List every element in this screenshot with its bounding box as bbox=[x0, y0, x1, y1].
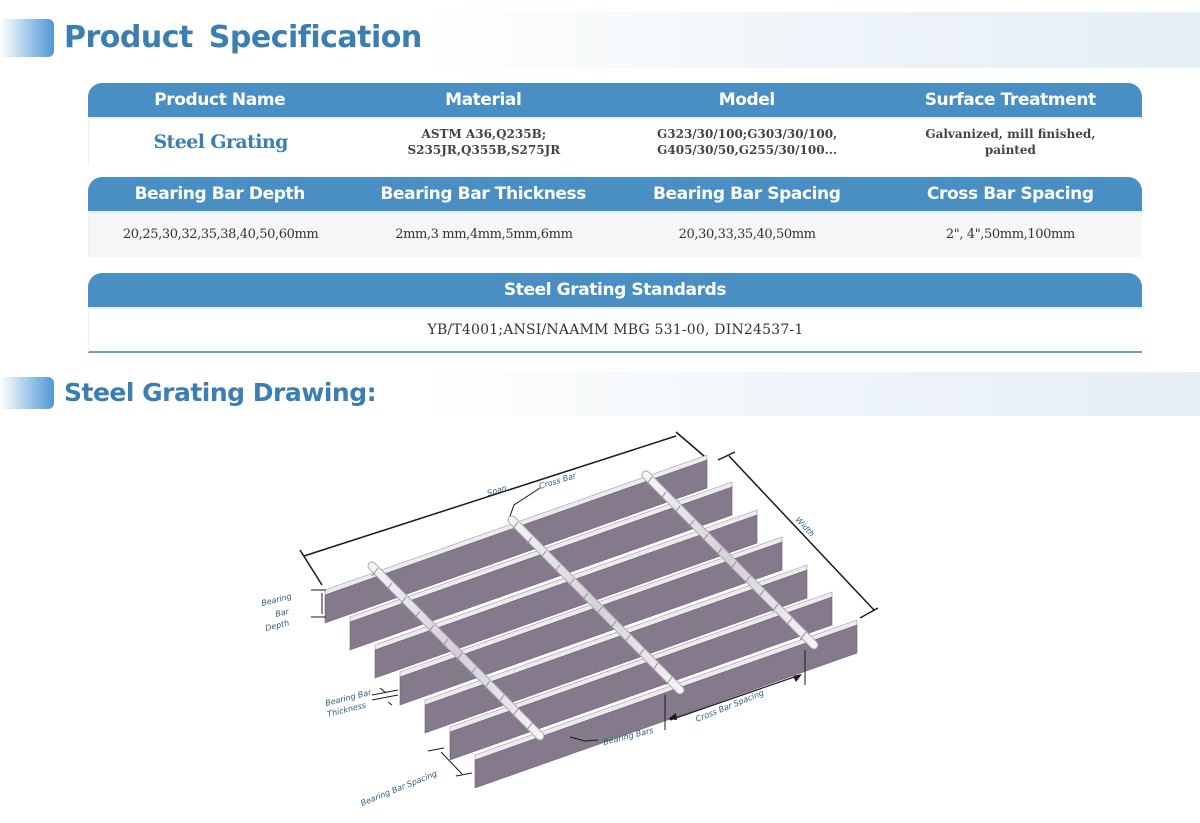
cell-material: ASTM A36,Q235B; S235JR,Q355B,S275JR bbox=[352, 126, 615, 158]
bearing-bar bbox=[474, 619, 858, 789]
header-bearing-bar-spacing: Bearing Bar Spacing bbox=[652, 184, 841, 204]
dimension-lines bbox=[299, 431, 879, 777]
spec-table-standards: Steel Grating Standards YB/T4001;ANSI/NA… bbox=[88, 273, 1142, 353]
table-header-row: Steel Grating Standards bbox=[88, 273, 1142, 309]
page-title: Product Specification bbox=[64, 20, 422, 55]
label-bearing-bar-depth-3: Depth bbox=[264, 618, 290, 633]
spec-table-product: Product Name Material Model Surface Trea… bbox=[88, 83, 1142, 165]
header-material: Material bbox=[445, 90, 522, 110]
arrow-icon bbox=[668, 713, 677, 720]
arrow-icon bbox=[793, 674, 802, 682]
table-row: Steel Grating ASTM A36,Q235B; S235JR,Q35… bbox=[88, 119, 1142, 165]
label-bearing-bar-depth-2: Bar bbox=[274, 607, 290, 619]
header-cross-bar-spacing: Cross Bar Spacing bbox=[926, 184, 1094, 204]
table-row: YB/T4001;ANSI/NAAMM MBG 531-00, DIN24537… bbox=[88, 309, 1142, 353]
cross-bar bbox=[641, 470, 819, 650]
header-bearing-bar-depth: Bearing Bar Depth bbox=[134, 184, 306, 204]
bearing-bar bbox=[424, 564, 808, 734]
bearing-bar bbox=[449, 591, 833, 761]
cell-product-name: Steel Grating bbox=[153, 131, 288, 153]
cell-surface-treatment: Galvanized, mill finished, painted bbox=[879, 126, 1142, 158]
span-dimension-line bbox=[303, 435, 677, 557]
model-line-2: G405/30/50,G255/30/100... bbox=[657, 143, 838, 157]
section-heading-specification: Product Specification bbox=[0, 12, 1200, 68]
cell-model: G323/30/100;G303/30/100, G405/30/50,G255… bbox=[616, 126, 879, 158]
cross-bar bbox=[507, 515, 685, 695]
cell-bearing-bar-spacing: 20,30,33,35,40,50mm bbox=[678, 227, 816, 242]
cross-bar bbox=[367, 561, 545, 741]
label-width: Width bbox=[794, 515, 817, 538]
header-product-name: Product Name bbox=[154, 90, 286, 110]
table-header-row: Bearing Bar Depth Bearing Bar Thickness … bbox=[88, 177, 1142, 213]
label-span: Span bbox=[486, 483, 508, 497]
cell-cross-bar-spacing: 2", 4",50mm,100mm bbox=[945, 227, 1075, 242]
label-bearing-bar-depth-1: Bearing bbox=[260, 592, 292, 608]
steel-grating-drawing: Span Cross Bar Width Bearing Bar Depth B… bbox=[260, 431, 879, 808]
model-line-1: G323/30/100;G303/30/100, bbox=[657, 127, 838, 141]
surface-line-2: painted bbox=[984, 143, 1036, 157]
cell-bearing-bar-depth: 20,25,30,32,35,38,40,50,60mm bbox=[122, 227, 319, 242]
cell-standards: YB/T4001;ANSI/NAAMM MBG 531-00, DIN24537… bbox=[427, 322, 804, 338]
spec-table-bearing-bar: Bearing Bar Depth Bearing Bar Thickness … bbox=[88, 177, 1142, 257]
material-line-1: ASTM A36,Q235B; bbox=[421, 127, 547, 141]
label-bearing-bar-spacing: Bearing Bar Spacing bbox=[359, 769, 438, 808]
width-dimension-line bbox=[728, 455, 875, 611]
bearing-bar bbox=[399, 536, 783, 706]
header-bearing-bar-thickness: Bearing Bar Thickness bbox=[380, 184, 587, 204]
cell-bearing-bar-thickness: 2mm,3 mm,4mm,5mm,6mm bbox=[395, 227, 573, 242]
heading-marker-icon bbox=[0, 377, 54, 409]
header-surface-treatment: Surface Treatment bbox=[924, 90, 1096, 110]
table-row: 20,25,30,32,35,38,40,50,60mm 2mm,3 mm,4m… bbox=[88, 213, 1142, 257]
material-line-2: S235JR,Q355B,S275JR bbox=[407, 143, 561, 157]
drawing-title: Steel Grating Drawing: bbox=[64, 378, 377, 407]
surface-line-1: Galvanized, mill finished, bbox=[925, 127, 1096, 141]
section-heading-drawing: Steel Grating Drawing: bbox=[0, 372, 1200, 416]
heading-marker-icon bbox=[0, 19, 54, 57]
header-standards: Steel Grating Standards bbox=[503, 280, 727, 300]
header-model: Model bbox=[718, 90, 776, 110]
table-header-row: Product Name Material Model Surface Trea… bbox=[88, 83, 1142, 119]
